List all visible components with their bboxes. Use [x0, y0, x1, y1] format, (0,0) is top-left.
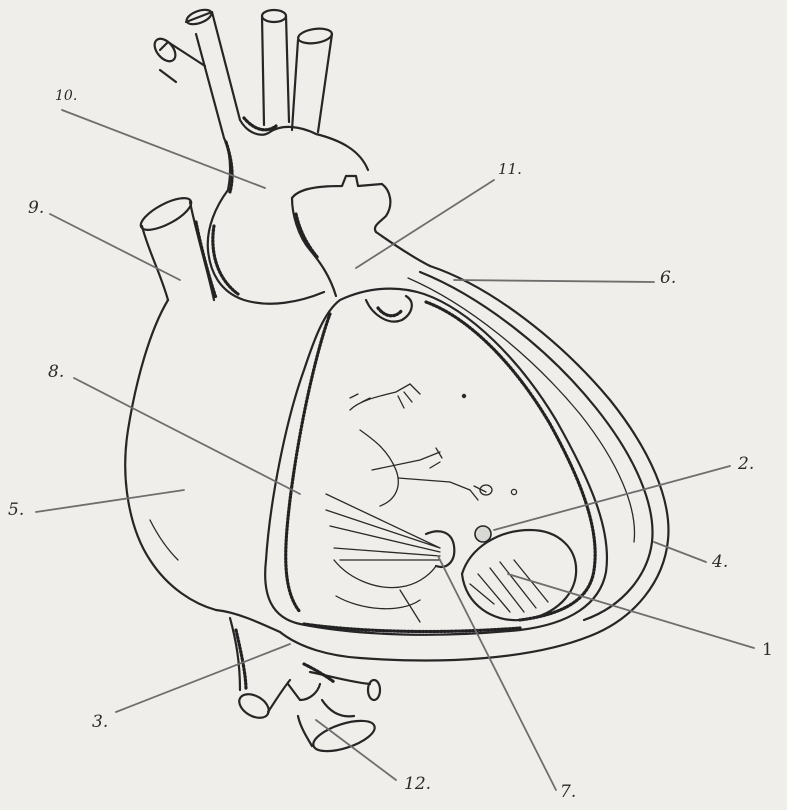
label-6: 6.: [660, 268, 676, 288]
leader-2: [494, 466, 730, 530]
leader-4: [654, 542, 706, 562]
superior-vena-cava: [137, 192, 216, 300]
leader-8: [74, 378, 300, 494]
label-8: 8.: [48, 362, 64, 382]
leader-5: [36, 490, 184, 512]
leader-6: [454, 280, 654, 282]
label-4: 4.: [712, 552, 728, 572]
lower-vessels: [230, 618, 380, 757]
ventricle-chamber: [265, 289, 607, 635]
label-3: 3.: [92, 712, 108, 732]
label-11: 11.: [498, 160, 522, 178]
leader-lines: [36, 110, 754, 790]
label-7: 7.: [560, 782, 576, 802]
great-vessels: [151, 7, 368, 304]
leader-10: [62, 110, 265, 188]
label-10: 10.: [55, 88, 77, 104]
leader-7: [438, 556, 556, 790]
label-5: 5.: [8, 500, 24, 520]
label-1: 1: [762, 640, 773, 660]
leader-9: [50, 214, 180, 280]
leader-1: [508, 574, 754, 648]
label-12: 12.: [404, 774, 431, 794]
right-atrium: [125, 300, 280, 632]
label-9: 9.: [28, 198, 44, 218]
valve-structures: [462, 526, 576, 620]
label-2: 2.: [738, 454, 754, 474]
